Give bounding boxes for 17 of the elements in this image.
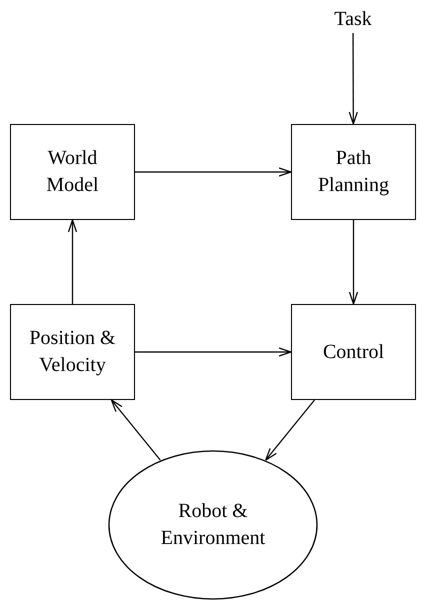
arrow — [265, 400, 315, 461]
node-label: Task — [334, 6, 372, 32]
node-label: Robot & Environment — [160, 499, 266, 551]
arrow — [135, 167, 292, 177]
arrow — [110, 399, 161, 460]
node-label: Position & Velocity — [28, 326, 117, 378]
process-box — [291, 124, 416, 220]
arrow — [68, 219, 78, 304]
arrow — [348, 33, 358, 125]
node-label: Path Planning — [316, 146, 390, 198]
arrow — [135, 347, 292, 357]
process-box — [10, 124, 135, 220]
process-box — [10, 304, 135, 400]
arrow — [348, 220, 358, 305]
process-box — [291, 304, 416, 400]
node-label: World Model — [45, 146, 100, 198]
node-label: Control — [322, 340, 384, 364]
